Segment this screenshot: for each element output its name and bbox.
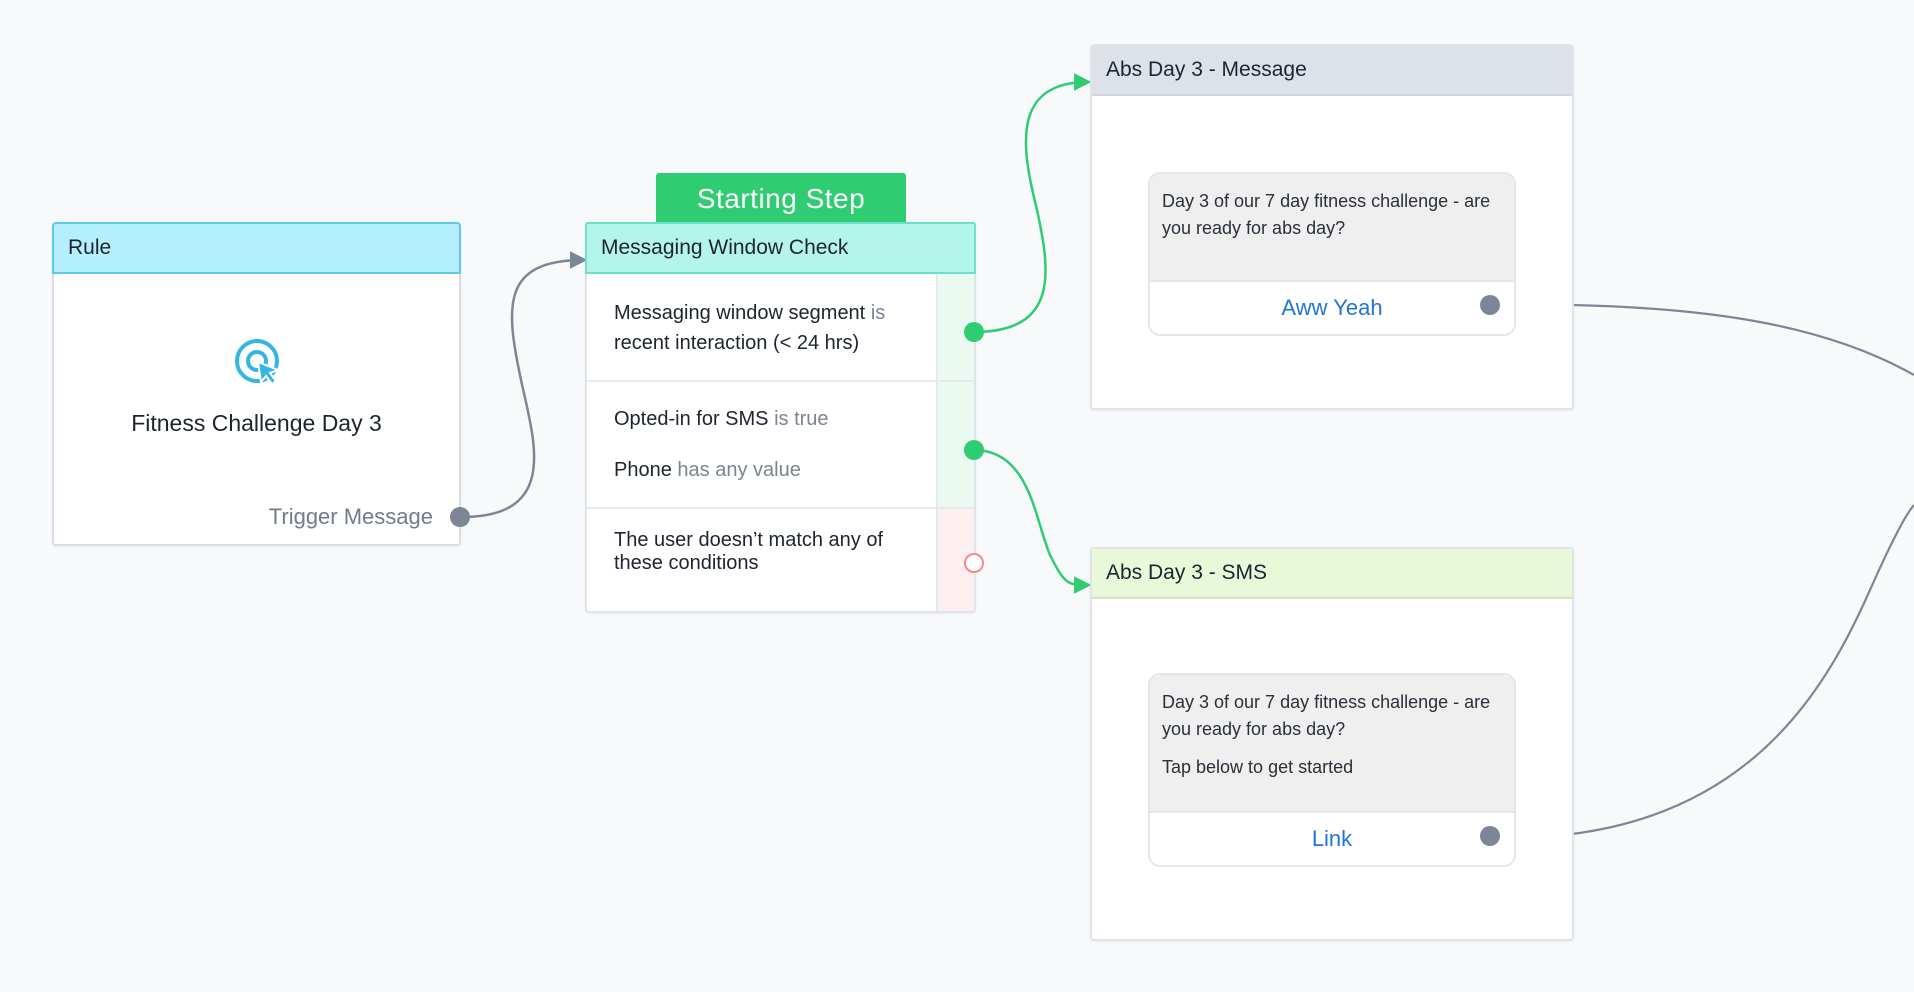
- check-node-header: Messaging Window Check: [585, 222, 976, 274]
- link-output-port[interactable]: [1480, 826, 1500, 846]
- condition-operator: has any value: [677, 459, 801, 481]
- condition-1-output-port[interactable]: [964, 322, 984, 342]
- fallback-text: The user doesn’t match any of these cond…: [614, 529, 884, 574]
- condition-row-messaging-window[interactable]: Messaging window segment is recent inter…: [587, 274, 974, 382]
- wire-sms-out: [1571, 504, 1914, 836]
- message-node-header: Abs Day 3 - Message: [1092, 46, 1572, 96]
- aww-yeah-button[interactable]: Aww Yeah: [1150, 280, 1514, 334]
- aww-yeah-output-port[interactable]: [1480, 295, 1500, 315]
- condition-field: Messaging window segment: [614, 302, 866, 324]
- condition-operator: is true: [774, 408, 829, 430]
- condition-text: Messaging window segment is recent inter…: [614, 298, 914, 358]
- condition-text-2: Phone has any value: [614, 455, 914, 485]
- rule-title: Fitness Challenge Day 3: [131, 410, 382, 436]
- rule-node-header: Rule: [52, 222, 461, 274]
- condition-operator: is: [870, 302, 886, 324]
- trigger-message-label: Trigger Message: [268, 504, 433, 529]
- wire-cond2-to-sms: [973, 448, 1092, 594]
- wire-cond1-to-message: [973, 73, 1092, 334]
- condition-row-sms-opt-in[interactable]: Opted-in for SMS is true Phone has any v…: [587, 382, 974, 509]
- starting-step-badge: Starting Step: [656, 173, 906, 225]
- sms-body-line-2: Tap below to get started: [1162, 757, 1354, 777]
- condition-text: Opted-in for SMS is true: [614, 404, 914, 434]
- button-label: Link: [1311, 826, 1353, 851]
- abs-day-3-message-node[interactable]: Abs Day 3 - Message Day 3 of our 7 day f…: [1090, 44, 1574, 410]
- condition-value: recent interaction (< 24 hrs): [614, 332, 860, 354]
- rule-node[interactable]: Rule Fitness Challenge Day 3 Trigger Mes…: [52, 222, 461, 546]
- sms-body: Day 3 of our 7 day fitness challenge - a…: [1150, 675, 1514, 811]
- condition-field: Phone: [614, 459, 672, 481]
- fallback-output-port[interactable]: [964, 553, 984, 573]
- sms-bubble: Day 3 of our 7 day fitness challenge - a…: [1148, 673, 1516, 867]
- sms-body-line-1: Day 3 of our 7 day fitness challenge - a…: [1162, 692, 1491, 739]
- messaging-window-check-node[interactable]: Messaging Window Check Messaging window …: [585, 222, 976, 613]
- trigger-output-port[interactable]: [450, 507, 470, 527]
- button-label: Aww Yeah: [1281, 295, 1383, 320]
- target-cursor-icon: [235, 339, 281, 386]
- wire-rule-to-check: [461, 251, 588, 519]
- sms-node-header: Abs Day 3 - SMS: [1092, 549, 1572, 599]
- abs-day-3-sms-node[interactable]: Abs Day 3 - SMS Day 3 of our 7 day fitne…: [1090, 547, 1574, 941]
- message-bubble: Day 3 of our 7 day fitness challenge - a…: [1148, 172, 1516, 336]
- condition-row-fallback[interactable]: The user doesn’t match any of these cond…: [587, 509, 974, 611]
- message-body: Day 3 of our 7 day fitness challenge - a…: [1150, 174, 1514, 280]
- condition-2-output-port[interactable]: [964, 440, 984, 460]
- condition-field: Opted-in for SMS: [614, 408, 769, 430]
- link-button[interactable]: Link: [1150, 811, 1514, 865]
